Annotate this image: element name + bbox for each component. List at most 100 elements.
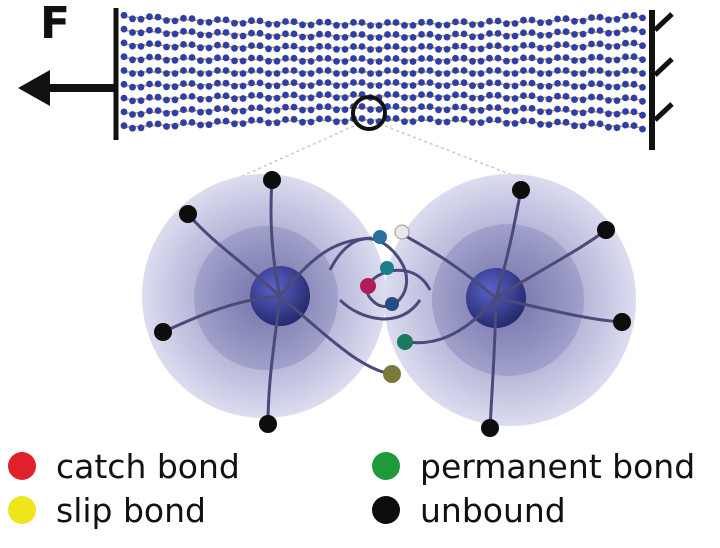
chain-bead: [120, 53, 128, 61]
chain-bead: [256, 17, 264, 25]
chain-bead: [197, 83, 204, 90]
chain-bead: [486, 54, 493, 62]
chain-bead: [180, 54, 187, 61]
chain-bead: [341, 118, 349, 125]
chain-bead: [341, 22, 349, 29]
chain-bead: [545, 70, 553, 77]
chain-bead: [494, 30, 502, 37]
chain-bead: [630, 25, 638, 33]
chain-bead: [265, 57, 272, 65]
chain-bead: [562, 67, 570, 74]
chain-bead: [545, 57, 553, 65]
chain-bead: [426, 43, 434, 50]
chain-bead: [469, 94, 476, 102]
chain-bead: [129, 124, 136, 132]
chain-bead: [503, 95, 510, 102]
chain-bead: [579, 43, 587, 51]
chain-bead: [375, 70, 383, 77]
chain-bead: [188, 93, 196, 100]
chain-bead: [239, 20, 247, 27]
chain-bead: [358, 67, 366, 74]
chain-bead: [307, 21, 315, 29]
chain-bead: [443, 82, 451, 89]
chain-bead: [214, 105, 221, 113]
chain-bead: [282, 67, 289, 74]
chain-bead: [613, 97, 621, 104]
chain-bead: [188, 80, 196, 87]
chain-bead: [528, 67, 536, 74]
chain-bead: [605, 16, 612, 24]
chain-bead: [443, 106, 451, 114]
chain-bead: [316, 79, 323, 86]
chain-bead: [588, 27, 595, 35]
chain-bead: [239, 32, 247, 40]
polymer-chain-bundle: [120, 11, 646, 133]
chain-bead: [401, 94, 408, 101]
chain-bead: [426, 55, 434, 62]
chain-bead: [596, 80, 604, 88]
chain-bead: [486, 79, 493, 87]
chain-bead: [605, 29, 612, 37]
chain-bead: [214, 54, 221, 62]
chain-bead: [520, 29, 527, 37]
chain-bead: [154, 53, 162, 61]
chain-bead: [299, 70, 306, 77]
chain-bead: [248, 67, 255, 74]
chain-bead: [554, 54, 561, 61]
chain-bead: [265, 45, 272, 53]
chain-bead: [231, 95, 238, 103]
chain-bead: [528, 54, 536, 62]
chain-bead: [171, 109, 179, 117]
chain-bead: [435, 45, 442, 53]
chain-bead: [562, 54, 570, 61]
chain-bead: [163, 30, 170, 38]
unbound-end-bead: [154, 323, 172, 341]
chain-bead: [605, 83, 612, 91]
chain-bead: [418, 18, 425, 26]
chain-bead: [605, 123, 612, 131]
chain-bead: [630, 122, 638, 129]
chain-bead: [384, 55, 391, 62]
chain-bead: [622, 26, 629, 33]
chain-bead: [435, 106, 442, 114]
chain-bead: [460, 42, 468, 50]
unbound-end-bead: [259, 415, 277, 433]
polymer-strand: [495, 228, 607, 300]
chain-bead: [520, 42, 527, 49]
chain-bead: [418, 55, 425, 62]
chain-bead: [528, 117, 536, 125]
chain-bead: [367, 34, 374, 41]
chain-bead: [137, 124, 145, 132]
chain-bead: [579, 17, 587, 25]
chain-bead: [409, 94, 417, 101]
chain-bead: [171, 96, 179, 104]
chain-bead: [180, 67, 187, 74]
chain-bead: [137, 15, 145, 23]
force-arrow: [18, 70, 116, 106]
chain-bead: [571, 70, 578, 77]
chain-bead: [460, 79, 468, 87]
chain-bead: [239, 120, 247, 127]
chain-bead: [146, 26, 153, 34]
chain-bead: [154, 120, 162, 128]
chain-bead: [630, 12, 638, 19]
chain-bead: [520, 79, 527, 87]
chain-bead: [392, 55, 400, 62]
chain-bead: [316, 103, 323, 111]
chain-bead: [222, 117, 230, 125]
chain-bead: [375, 22, 383, 29]
chain-bead: [324, 103, 332, 111]
chain-bead: [180, 119, 187, 127]
chain-bead: [163, 96, 170, 104]
chain-bead: [350, 43, 357, 50]
chain-bead: [333, 58, 340, 65]
chain-bead: [409, 82, 417, 89]
zoom-highlight-circle: [351, 95, 387, 131]
chain-bead: [503, 82, 510, 90]
chain-bead: [605, 70, 612, 77]
chain-bead: [273, 119, 281, 127]
chain-bead: [214, 67, 221, 74]
legend-label-catch: catch bond: [56, 446, 240, 486]
chain-bead: [248, 42, 255, 49]
